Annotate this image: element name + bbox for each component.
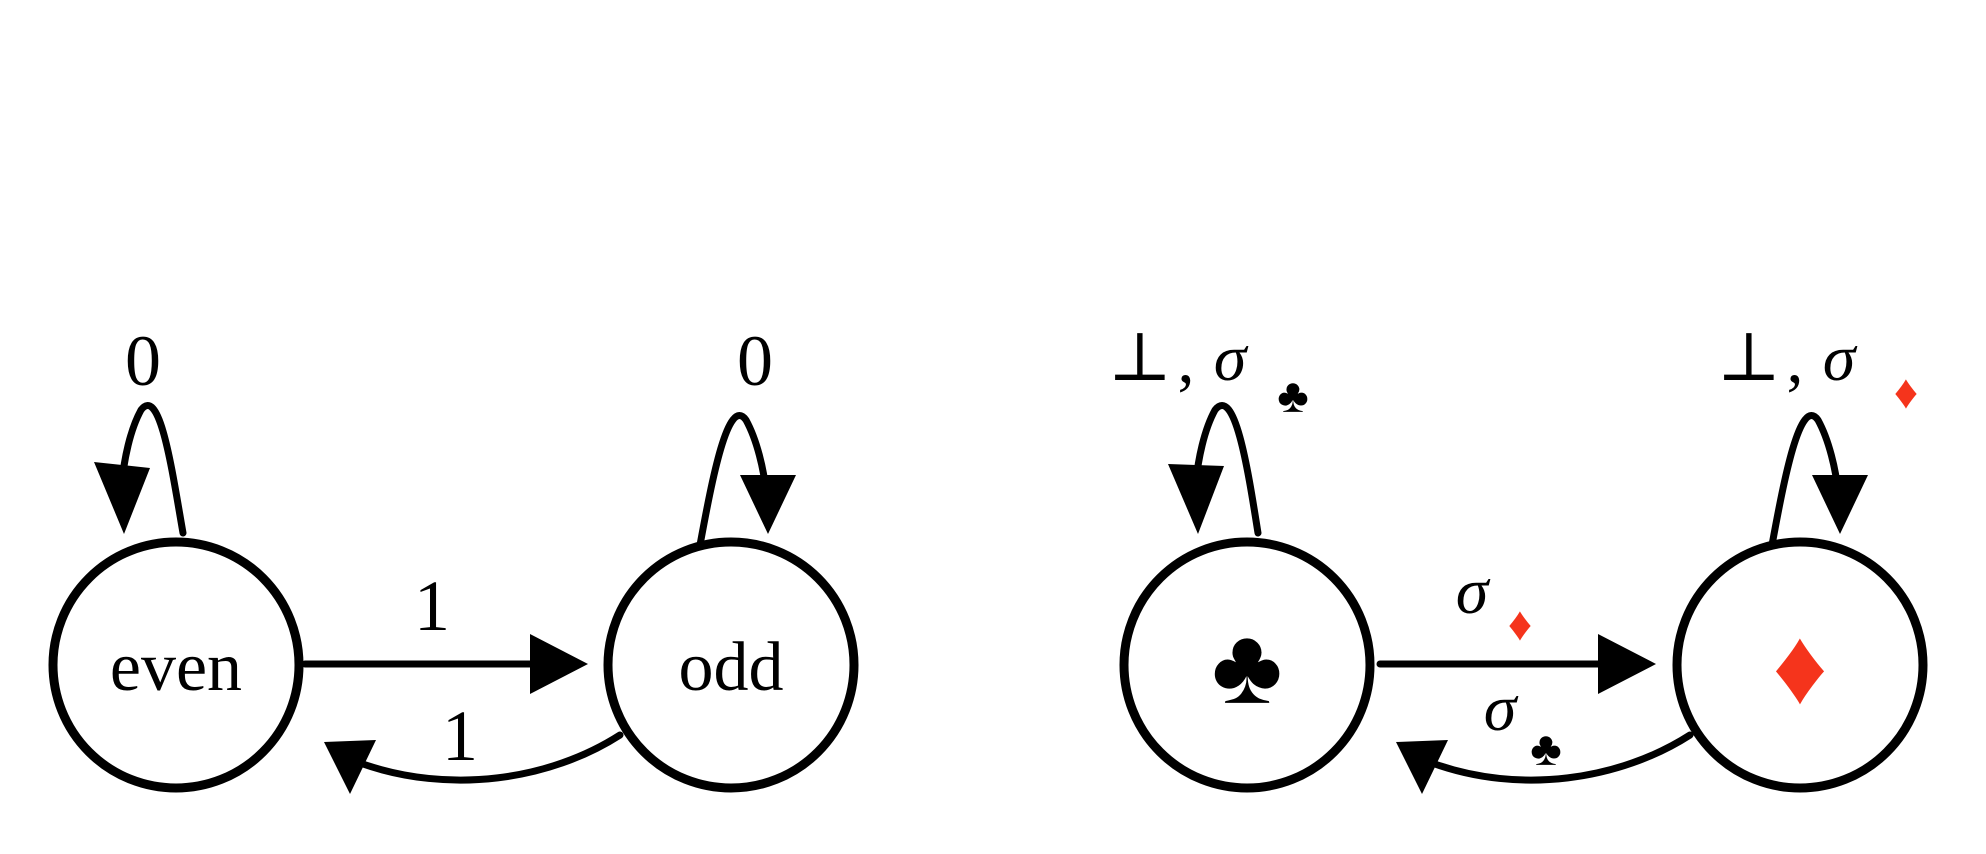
edge-label-even-to-odd: 1 <box>414 566 450 646</box>
arrowhead-club-to-diamond <box>1598 634 1656 694</box>
edge-label-odd-self: 0 <box>737 321 773 401</box>
automaton-parity: even odd 0 0 1 1 <box>48 321 859 794</box>
arrowhead-self-loop-club <box>1168 464 1224 534</box>
state-even <box>48 537 304 793</box>
arrowhead-self-loop-odd <box>740 475 796 534</box>
edge-label-club-to-diamond: σ ♦ <box>1456 555 1533 651</box>
self-loop-diamond <box>1768 412 1842 549</box>
automaton-suits: ♣ ♦ ⊥ , σ ♣ ⊥ , σ ♦ σ ♦ σ ♣ <box>1108 319 1928 794</box>
arrowhead-even-to-odd <box>530 634 588 694</box>
state-diamond <box>1672 537 1928 793</box>
edge-diamond-to-club <box>1428 731 1694 784</box>
state-even-label: even <box>110 629 242 706</box>
edge-label-club-self: ⊥ , σ ♣ <box>1108 319 1309 423</box>
diamond-subscript-icon: ♦ <box>1894 366 1919 419</box>
sigma-symbol: σ <box>1823 322 1858 395</box>
diamond-subscript-icon: ♦ <box>1508 598 1533 651</box>
edge-label-diamond-self: ⊥ , σ ♦ <box>1717 319 1918 419</box>
state-odd <box>603 537 859 793</box>
state-odd-label: odd <box>679 629 784 706</box>
edge-label-odd-to-even: 1 <box>442 696 478 776</box>
bottom-symbol: ⊥ <box>1108 319 1172 395</box>
self-loop-even <box>118 402 187 537</box>
edge-odd-to-even <box>356 731 624 784</box>
arrowhead-self-loop-even <box>94 462 150 534</box>
club-subscript-icon: ♣ <box>1530 723 1562 776</box>
state-club <box>1119 537 1375 793</box>
self-loop-odd <box>696 412 770 549</box>
sigma-symbol: σ <box>1484 672 1519 745</box>
comma: , <box>1787 321 1804 397</box>
arrowhead-self-loop-diamond <box>1812 475 1868 534</box>
sigma-symbol: σ <box>1456 555 1491 628</box>
self-loop-club <box>1192 402 1262 537</box>
comma: , <box>1178 321 1195 397</box>
arrowhead-diamond-to-club <box>1396 740 1448 794</box>
bottom-symbol: ⊥ <box>1717 319 1781 395</box>
sigma-symbol: σ <box>1214 322 1249 395</box>
diamond-icon: ♦ <box>1772 608 1827 727</box>
edge-label-even-self: 0 <box>125 321 161 401</box>
club-icon: ♣ <box>1212 608 1283 727</box>
arrowhead-odd-to-even <box>324 740 376 794</box>
edge-label-diamond-to-club: σ ♣ <box>1484 672 1562 776</box>
club-subscript-icon: ♣ <box>1277 370 1309 423</box>
